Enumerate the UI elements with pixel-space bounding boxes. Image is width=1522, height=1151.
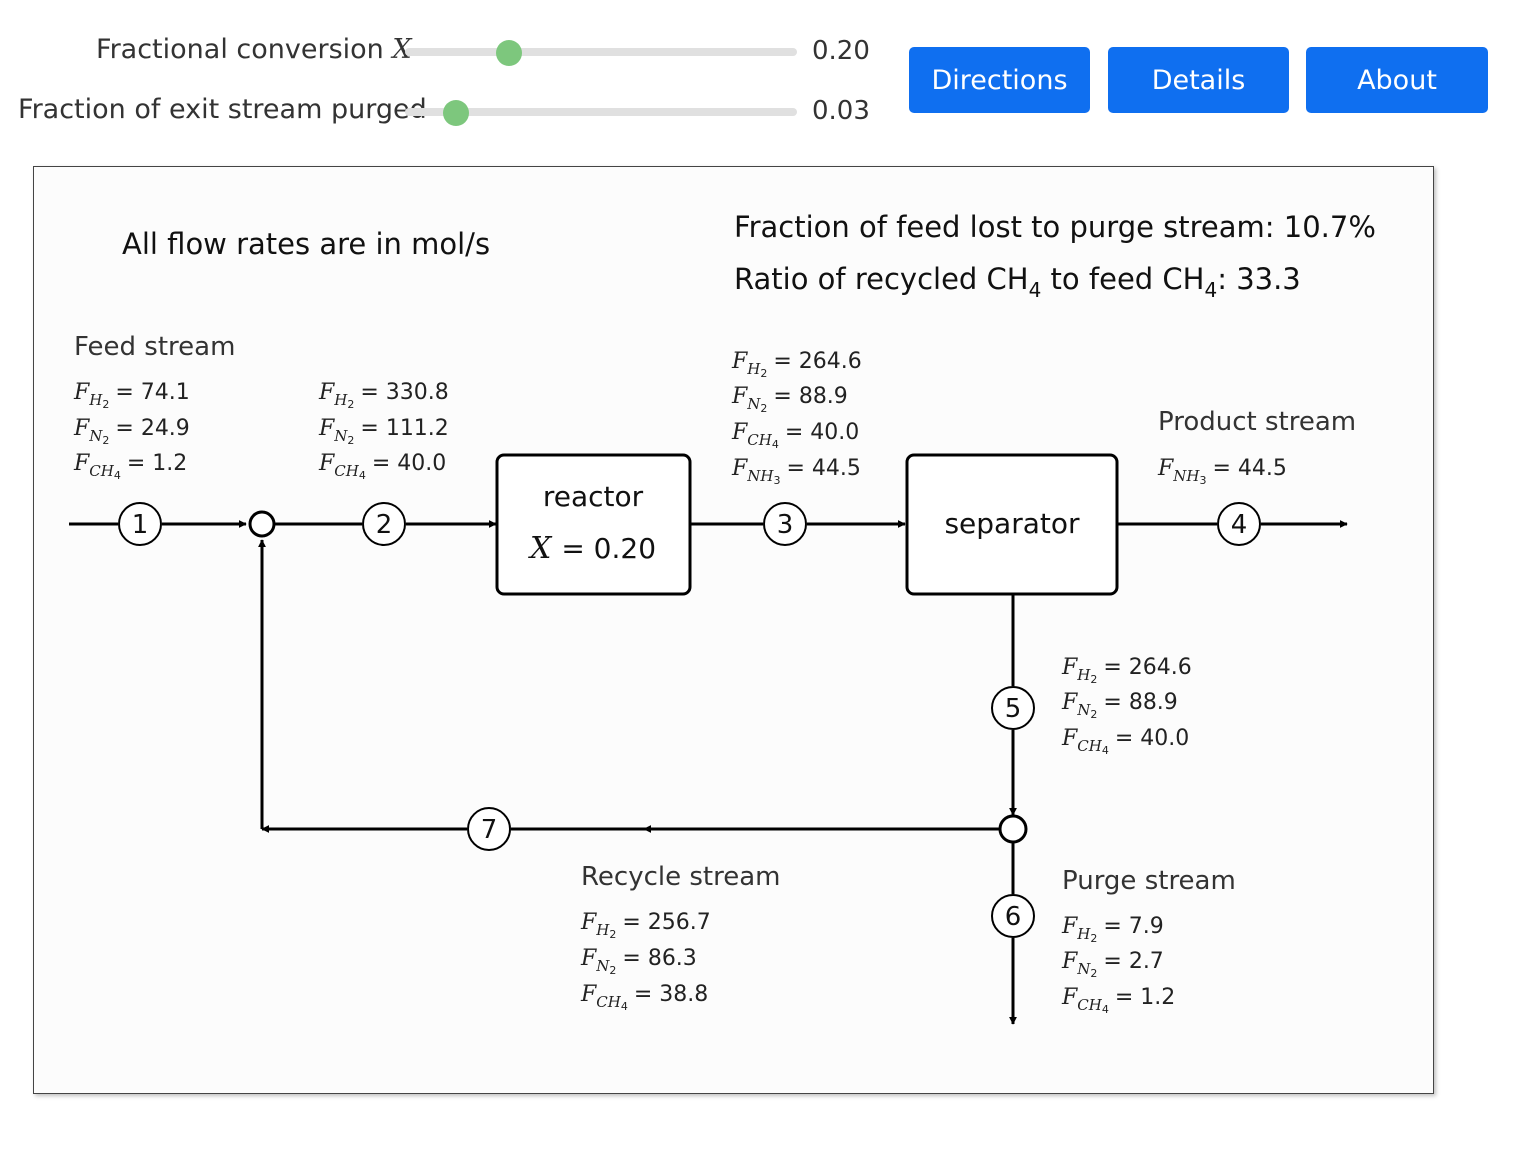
s4-nh3: FNH3= 44.5 bbox=[1157, 456, 1287, 487]
s3-nh3: FNH3= 44.5 bbox=[731, 456, 861, 487]
s1-h2: FH2= 74.1 bbox=[73, 380, 190, 411]
conversion-slider-track[interactable] bbox=[405, 48, 797, 56]
s6-ch4: FCH4= 1.2 bbox=[1061, 985, 1175, 1016]
stream-2-badge bbox=[362, 502, 406, 546]
stream-2-flows: FH2= 330.8 FN2= 111.2 FCH4= 40.0 bbox=[318, 380, 449, 482]
s3-h2: FH2= 264.6 bbox=[731, 349, 862, 380]
s5-ch4: FCH4= 40.0 bbox=[1061, 726, 1189, 757]
stream-4-badge bbox=[1217, 502, 1261, 546]
flowsheet-panel: All flow rates are in mol/s Fraction of … bbox=[33, 166, 1434, 1094]
stream-2-number: 2 bbox=[376, 510, 393, 540]
units-note: All flow rates are in mol/s bbox=[122, 227, 490, 261]
s7-h2: FH2= 256.7 bbox=[580, 910, 711, 941]
splitter-node bbox=[998, 814, 1028, 844]
conversion-symbol: X bbox=[392, 34, 412, 65]
purge-slider-thumb[interactable] bbox=[443, 100, 469, 126]
conversion-slider-thumb[interactable] bbox=[496, 40, 522, 66]
purge-slider-label: Fraction of exit stream purged bbox=[18, 94, 427, 125]
about-button[interactable]: About bbox=[1306, 47, 1488, 113]
feed-stream-title: Feed stream bbox=[74, 332, 235, 362]
reactor-label: reactor bbox=[543, 480, 644, 513]
stream-6-flows: FH2= 7.9 FN2= 2.7 FCH4= 1.2 bbox=[1061, 914, 1175, 1016]
s6-h2: FH2= 7.9 bbox=[1061, 914, 1164, 945]
stream-4-number: 4 bbox=[1231, 510, 1248, 540]
stream-5-flows: FH2= 264.6 FN2= 88.9 FCH4= 40.0 bbox=[1061, 655, 1192, 757]
stream-7-badge bbox=[467, 807, 511, 851]
reactor-box bbox=[495, 453, 692, 596]
stream-3-number: 3 bbox=[777, 510, 794, 540]
stream-7-number: 7 bbox=[481, 815, 498, 845]
recycle-stream-title: Recycle stream bbox=[581, 862, 780, 892]
separator-label: separator bbox=[944, 507, 1080, 540]
conversion-label-text: Fractional conversion bbox=[96, 34, 384, 65]
stream-1-flows: FH2= 74.1 FN2= 24.9 FCH4= 1.2 bbox=[73, 380, 190, 482]
details-button[interactable]: Details bbox=[1108, 47, 1289, 113]
stream-5-number: 5 bbox=[1005, 694, 1022, 724]
stream-3-flows: FH2= 264.6 FN2= 88.9 FCH4= 40.0 FNH3= 44… bbox=[731, 349, 862, 487]
purge-slider-track[interactable] bbox=[405, 108, 797, 116]
purge-value: 0.03 bbox=[812, 96, 870, 126]
stream-5-badge bbox=[991, 686, 1035, 730]
product-stream-title: Product stream bbox=[1158, 407, 1356, 437]
conversion-slider-label: Fractional conversion X bbox=[96, 34, 412, 65]
stream-1-number: 1 bbox=[132, 510, 149, 540]
stream-4-flows: FNH3= 44.5 bbox=[1157, 456, 1287, 487]
flowsheet-diagram: All flow rates are in mol/s Fraction of … bbox=[69, 210, 1376, 1025]
reactor-conversion: X= 0.20 bbox=[528, 531, 656, 566]
conversion-value: 0.20 bbox=[812, 36, 870, 66]
stream-1-badge bbox=[118, 502, 162, 546]
purge-fraction-label: Fraction of feed lost to purge stream: 1… bbox=[734, 210, 1376, 244]
stream-3-badge bbox=[763, 502, 807, 546]
directions-button[interactable]: Directions bbox=[909, 47, 1090, 113]
mixer-node bbox=[248, 510, 276, 538]
s6-n2: FN2= 2.7 bbox=[1061, 949, 1164, 980]
stream-6-number: 6 bbox=[1005, 902, 1022, 932]
s3-n2: FN2= 88.9 bbox=[731, 384, 848, 415]
s7-ch4: FCH4= 38.8 bbox=[580, 982, 708, 1013]
separator-box bbox=[905, 453, 1119, 596]
s5-n2: FN2= 88.9 bbox=[1061, 690, 1178, 721]
stream-6-badge bbox=[991, 894, 1035, 938]
stream-7-flows: FH2= 256.7 FN2= 86.3 FCH4= 38.8 bbox=[580, 910, 711, 1013]
s3-ch4: FCH4= 40.0 bbox=[731, 420, 859, 451]
s2-ch4: FCH4= 40.0 bbox=[318, 451, 446, 482]
s7-n2: FN2= 86.3 bbox=[580, 946, 697, 977]
ratio-label: Ratio of recycled CH4 to feed CH4: 33.3 bbox=[734, 262, 1301, 302]
s1-n2: FN2= 24.9 bbox=[73, 416, 190, 447]
s5-h2: FH2= 264.6 bbox=[1061, 655, 1192, 686]
s2-h2: FH2= 330.8 bbox=[318, 380, 449, 411]
s1-ch4: FCH4= 1.2 bbox=[73, 451, 187, 482]
s2-n2: FN2= 111.2 bbox=[318, 416, 449, 447]
purge-stream-title: Purge stream bbox=[1062, 866, 1236, 896]
